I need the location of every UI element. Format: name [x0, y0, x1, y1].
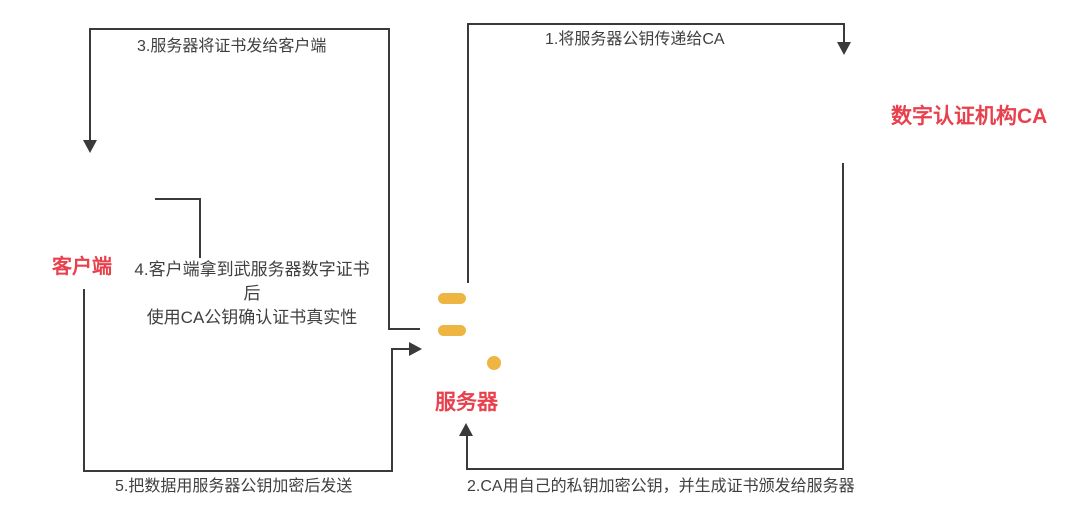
flow-line-step1-left: [467, 23, 469, 283]
step4-line1: 4.客户端拿到武服务器数字证书后: [134, 260, 370, 303]
flow-line-step2-left: [466, 436, 468, 470]
note-connector-horizontal: [155, 198, 201, 200]
client-label: 客户端: [52, 256, 112, 278]
flow-line-step1-top: [467, 23, 845, 25]
ca-label: 数字认证机构CA: [891, 105, 1048, 128]
arrowhead-to-server-left-icon: [409, 342, 422, 356]
note-connector-vertical: [199, 198, 201, 258]
server-icon-dot: [487, 356, 501, 370]
flow-line-step3-right: [388, 29, 390, 330]
arrowhead-to-server-bottom-icon: [459, 423, 473, 436]
flow-line-step3-top: [89, 28, 390, 30]
flow-line-step5-right: [391, 349, 393, 472]
server-icon-bar-top: [438, 293, 466, 304]
step5-label: 5.把数据用服务器公钥加密后发送: [112, 476, 356, 497]
step2-label: 2.CA用自己的私钥加密公钥，并生成证书颁发给服务器: [464, 476, 858, 497]
flow-line-step2-bottom: [467, 468, 844, 470]
flow-line-step3-start: [390, 328, 420, 330]
step4-note-box: 4.客户端拿到武服务器数字证书后 使用CA公钥确认证书真实性: [127, 258, 377, 330]
server-label: 服务器: [435, 391, 498, 414]
step1-label: 1.将服务器公钥传递给CA: [542, 29, 728, 50]
step4-line2: 使用CA公钥确认证书真实性: [146, 308, 358, 327]
flow-line-step1-right: [843, 23, 845, 42]
flow-line-step5-left: [83, 289, 85, 472]
arrowhead-to-client-icon: [83, 140, 97, 153]
step3-label: 3.服务器将证书发给客户端: [134, 36, 330, 57]
flow-line-step5-bottom: [83, 470, 393, 472]
server-icon-bar-bottom: [438, 325, 466, 336]
arrowhead-to-ca-icon: [837, 42, 851, 55]
flow-line-step3-left: [89, 28, 91, 140]
flow-line-step2-right: [842, 163, 844, 469]
flow-line-step5-end: [391, 348, 409, 350]
